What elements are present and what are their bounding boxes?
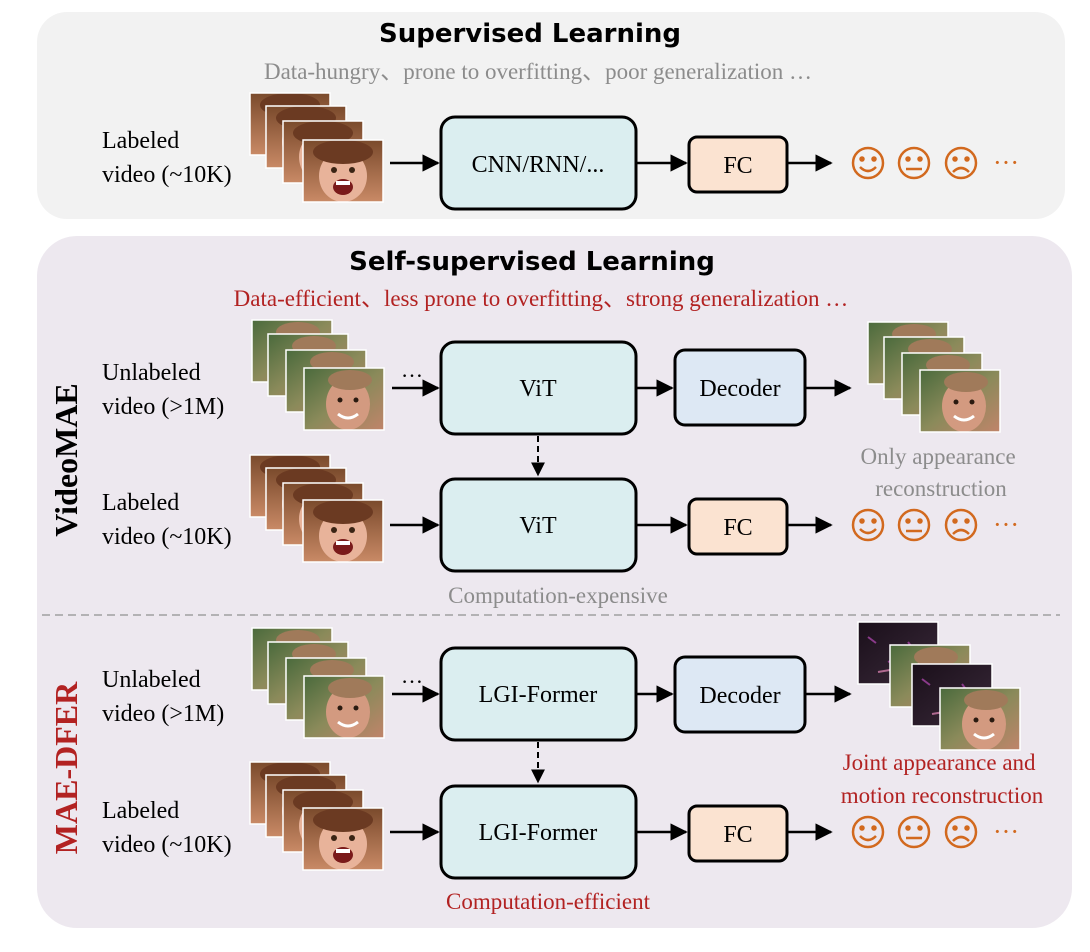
self-supervised-subtitle: Data-efficient、less prone to overfitting… (234, 286, 849, 311)
supervised-fc-box (687, 135, 789, 194)
maedfer-fc-box (687, 804, 789, 863)
maedfer-finetune-encoder-label: LGI-Former (479, 820, 598, 846)
supervised-more-outputs: ··· (993, 148, 1019, 177)
videomae-side-label: VideoMAE (48, 383, 84, 536)
happy-face-icon (851, 146, 885, 180)
videomae-pretrain-note: Only appearance reconstruction (861, 444, 1022, 501)
maedfer-pretrain-ellipsis: … (401, 663, 423, 688)
maedfer-finetune-note: Computation-efficient (446, 889, 651, 914)
videomae-fc-box (687, 497, 789, 556)
happy-face-icon (851, 815, 885, 849)
videomae-emotions (851, 508, 978, 542)
supervised-emotions (851, 146, 978, 180)
videomae-pretrain-encoder-label: ViT (519, 376, 557, 402)
maedfer-more-outputs: ··· (993, 817, 1019, 846)
sad-face-icon (944, 508, 978, 542)
videomae-pretrain-ellipsis: … (401, 357, 423, 382)
maedfer-decoder-label: Decoder (699, 683, 780, 709)
sad-face-icon (944, 815, 978, 849)
supervised-title: Supervised Learning (379, 19, 681, 49)
videomae-fc-label: FC (723, 515, 752, 541)
videomae-pretrain-input-label: Unlabeled video (>1M) (102, 360, 224, 420)
self-supervised-title: Self-supervised Learning (349, 247, 715, 277)
maedfer-pretrain-input-label: Unlabeled video (>1M) (102, 667, 224, 727)
supervised-input-label: Labeled video (~10K) (102, 128, 232, 188)
happy-face-icon (851, 508, 885, 542)
maedfer-pretrain-note: Joint appearance and motion reconstructi… (841, 750, 1044, 808)
videomae-decoder-label: Decoder (699, 376, 780, 402)
maedfer-emotions (851, 815, 978, 849)
supervised-model-label: CNN/RNN/... (472, 152, 605, 178)
maedfer-pretrain-encoder-label: LGI-Former (479, 682, 598, 708)
neutral-face-icon (897, 815, 931, 849)
maedfer-finetune-input-label: Labeled video (~10K) (102, 798, 232, 858)
maedfer-fc-label: FC (723, 822, 752, 848)
videomae-finetune-input-label: Labeled video (~10K) (102, 490, 232, 550)
videomae-more-outputs: ··· (993, 510, 1019, 539)
neutral-face-icon (897, 508, 931, 542)
videomae-finetune-encoder-label: ViT (519, 513, 557, 539)
maedfer-side-label: MAE-DFER (48, 681, 84, 854)
supervised-subtitle: Data-hungry、prone to overfitting、poor ge… (264, 59, 812, 84)
supervised-fc-label: FC (723, 153, 752, 179)
videomae-finetune-note: Computation-expensive (448, 583, 668, 608)
sad-face-icon (944, 146, 978, 180)
neutral-face-icon (897, 146, 931, 180)
